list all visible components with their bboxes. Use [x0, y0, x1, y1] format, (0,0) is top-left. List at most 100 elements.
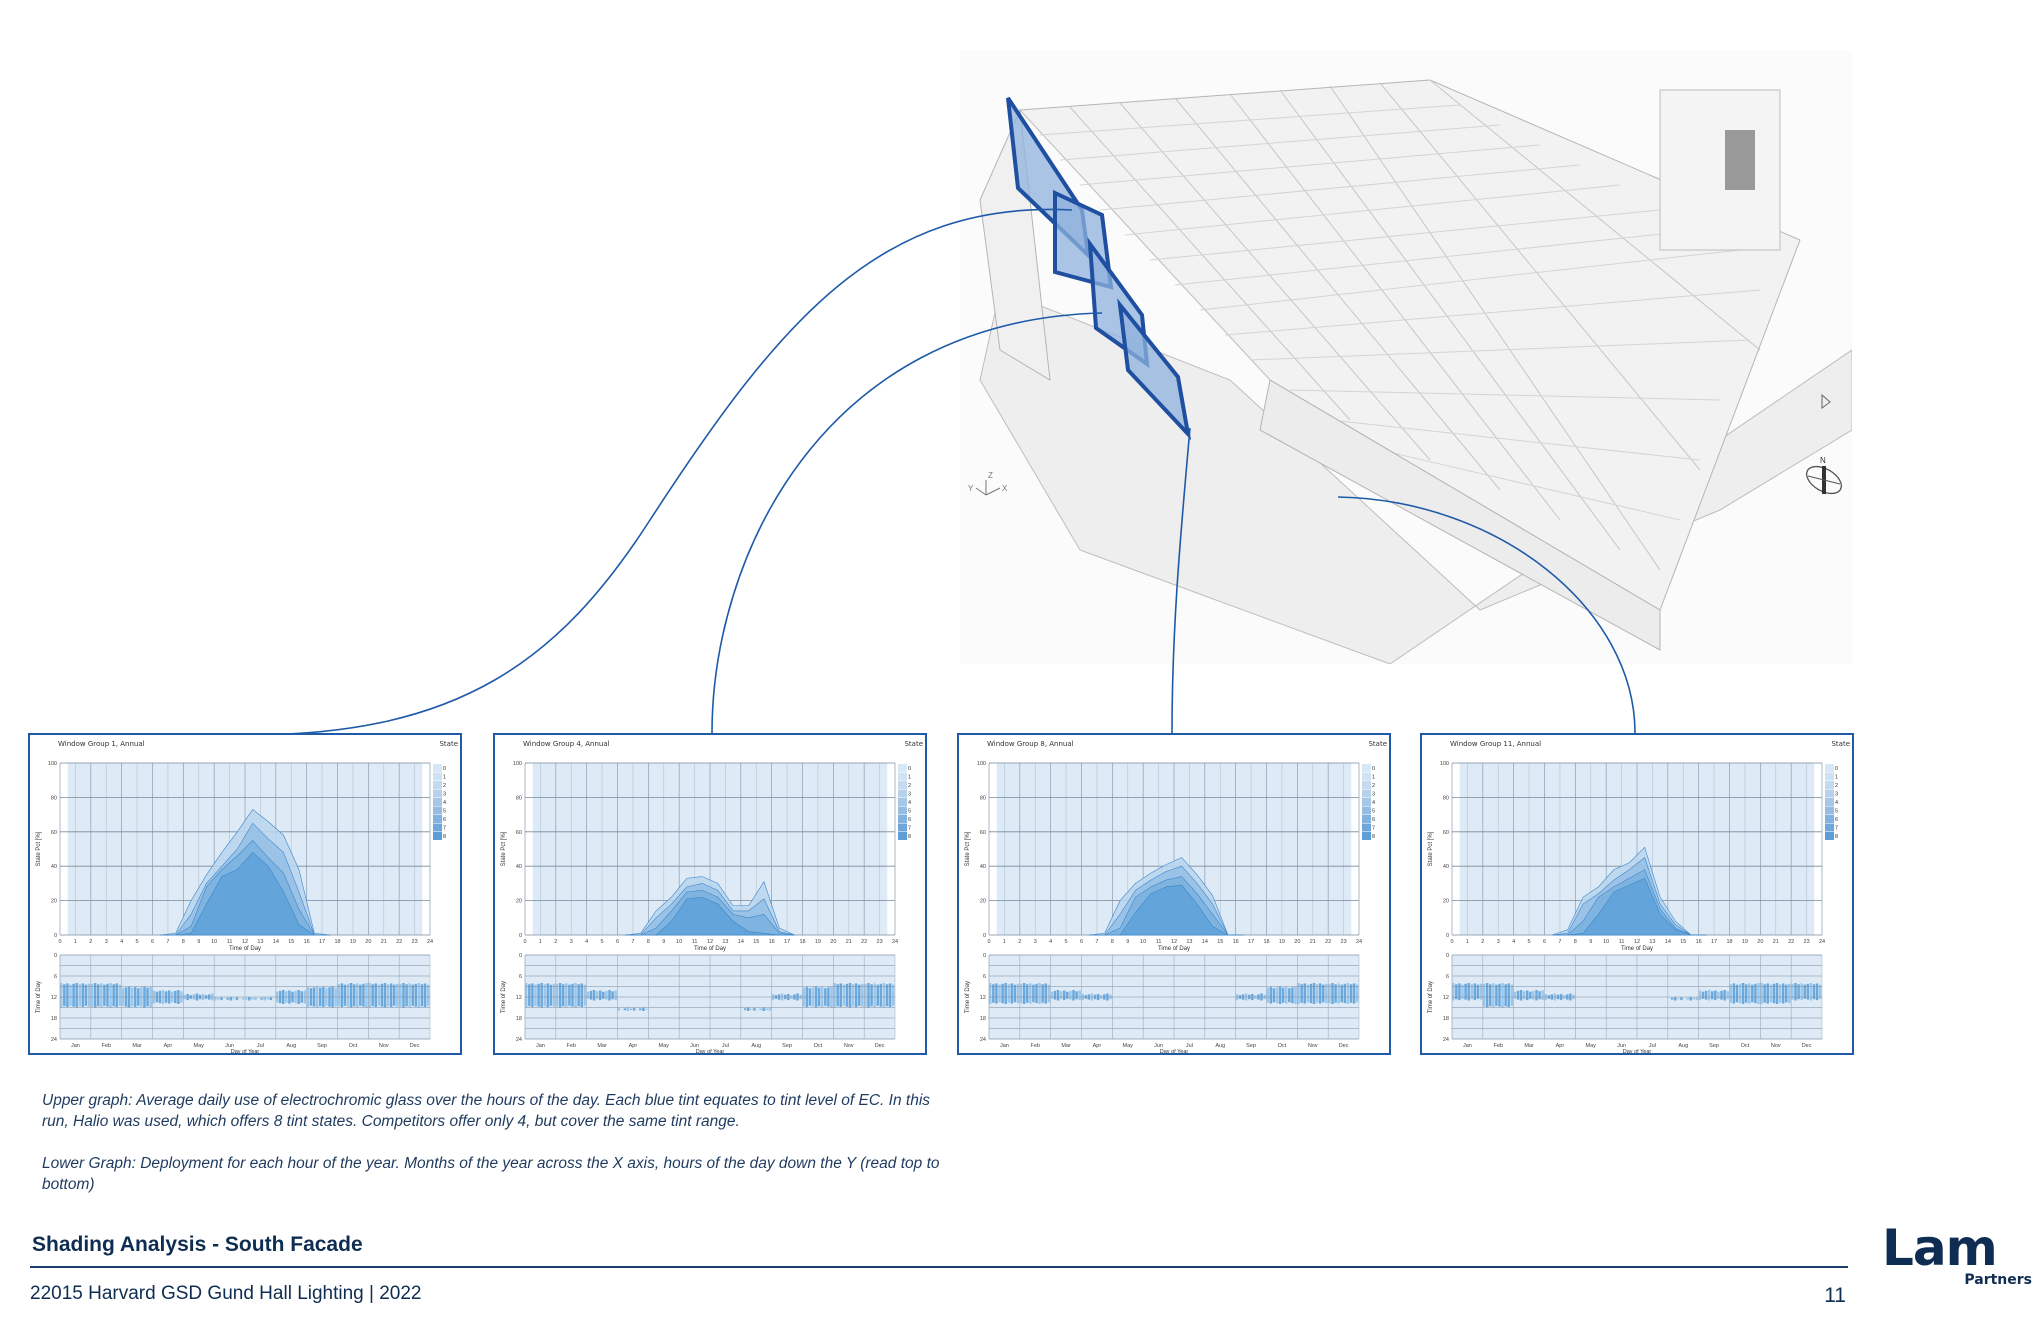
svg-text:1: 1	[74, 939, 77, 945]
svg-text:7: 7	[1095, 939, 1098, 945]
svg-text:16: 16	[769, 939, 775, 945]
svg-text:N: N	[1820, 456, 1826, 465]
svg-text:Jul: Jul	[1186, 1043, 1193, 1049]
svg-text:5: 5	[1528, 939, 1531, 945]
svg-text:Sep: Sep	[1709, 1043, 1719, 1049]
svg-text:23: 23	[1341, 939, 1347, 945]
svg-text:2: 2	[554, 939, 557, 945]
svg-text:Apr: Apr	[164, 1043, 173, 1049]
svg-text:Jun: Jun	[1617, 1043, 1626, 1049]
svg-text:State Pct [%]: State Pct [%]	[1428, 831, 1434, 866]
svg-text:6: 6	[1446, 974, 1449, 980]
svg-text:7: 7	[631, 939, 634, 945]
svg-text:1: 1	[1372, 775, 1375, 781]
svg-text:9: 9	[197, 939, 200, 945]
building-model-render: Z X Y N	[960, 50, 1852, 664]
chart-title: Window Group 8, Annual	[987, 740, 1074, 748]
svg-text:9: 9	[662, 939, 665, 945]
svg-text:15: 15	[1217, 939, 1223, 945]
svg-text:3: 3	[1497, 939, 1500, 945]
svg-text:40: 40	[980, 864, 986, 870]
svg-text:8: 8	[443, 834, 446, 840]
svg-text:6: 6	[1372, 817, 1375, 823]
svg-text:0: 0	[1450, 939, 1453, 945]
svg-text:16: 16	[1233, 939, 1239, 945]
svg-text:8: 8	[1835, 834, 1838, 840]
svg-text:6: 6	[1835, 817, 1838, 823]
svg-text:6: 6	[1080, 939, 1083, 945]
svg-text:Jun: Jun	[1154, 1043, 1163, 1049]
svg-text:Oct: Oct	[349, 1043, 358, 1049]
svg-text:20: 20	[1443, 899, 1449, 905]
svg-text:17: 17	[1248, 939, 1254, 945]
svg-text:4: 4	[1512, 939, 1515, 945]
svg-text:5: 5	[601, 939, 604, 945]
chart-title: Window Group 11, Annual	[1450, 740, 1542, 748]
svg-text:6: 6	[1543, 939, 1546, 945]
svg-text:May: May	[194, 1043, 205, 1049]
svg-text:4: 4	[908, 800, 911, 806]
svg-text:May: May	[1123, 1043, 1134, 1049]
svg-text:Jul: Jul	[722, 1043, 729, 1049]
svg-text:6: 6	[908, 817, 911, 823]
svg-text:13: 13	[1186, 939, 1192, 945]
svg-text:Dec: Dec	[410, 1043, 420, 1049]
logo-main-text: Lam	[1882, 1219, 1998, 1277]
svg-text:Day of Year: Day of Year	[231, 1049, 260, 1053]
svg-text:6: 6	[443, 817, 446, 823]
svg-text:80: 80	[516, 795, 522, 801]
caption-text: Upper graph: Average daily use of electr…	[42, 1090, 942, 1216]
svg-text:Jul: Jul	[257, 1043, 264, 1049]
svg-text:21: 21	[381, 939, 387, 945]
svg-text:0: 0	[523, 939, 526, 945]
svg-text:Nov: Nov	[844, 1043, 854, 1049]
page-number: 11	[1824, 1284, 1846, 1307]
legend-title: State	[904, 740, 923, 748]
svg-text:Day of Year: Day of Year	[1623, 1049, 1652, 1053]
svg-text:0: 0	[983, 933, 986, 939]
svg-text:0: 0	[1446, 933, 1449, 939]
svg-text:May: May	[659, 1043, 670, 1049]
svg-text:5: 5	[443, 809, 446, 815]
svg-text:Time of Day: Time of Day	[1621, 946, 1653, 952]
svg-text:4: 4	[1049, 939, 1052, 945]
svg-text:5: 5	[1835, 809, 1838, 815]
svg-text:0: 0	[443, 766, 446, 772]
svg-text:Aug: Aug	[286, 1043, 296, 1049]
svg-text:0: 0	[987, 939, 990, 945]
svg-text:3: 3	[105, 939, 108, 945]
svg-text:0: 0	[54, 953, 57, 959]
svg-text:24: 24	[1819, 939, 1825, 945]
svg-text:2: 2	[1835, 783, 1838, 789]
svg-text:7: 7	[166, 939, 169, 945]
svg-text:11: 11	[227, 939, 233, 945]
svg-text:19: 19	[815, 939, 821, 945]
svg-text:2: 2	[1481, 939, 1484, 945]
svg-text:100: 100	[48, 761, 57, 767]
svg-text:20: 20	[1757, 939, 1763, 945]
svg-text:Jun: Jun	[225, 1043, 234, 1049]
svg-text:Nov: Nov	[1771, 1043, 1781, 1049]
svg-text:6: 6	[983, 974, 986, 980]
svg-text:13: 13	[1649, 939, 1655, 945]
svg-text:12: 12	[1171, 939, 1177, 945]
svg-text:80: 80	[980, 795, 986, 801]
svg-text:19: 19	[1742, 939, 1748, 945]
svg-text:Mar: Mar	[132, 1043, 142, 1049]
svg-text:4: 4	[1835, 800, 1838, 806]
slide-title: Shading Analysis - South Facade	[32, 1233, 363, 1256]
svg-text:Apr: Apr	[629, 1043, 638, 1049]
svg-text:5: 5	[136, 939, 139, 945]
svg-text:18: 18	[334, 939, 340, 945]
svg-text:17: 17	[319, 939, 325, 945]
svg-text:1: 1	[1466, 939, 1469, 945]
svg-text:21: 21	[846, 939, 852, 945]
caption-lower: Lower Graph: Deployment for each hour of…	[42, 1155, 940, 1193]
svg-text:3: 3	[570, 939, 573, 945]
legend-title: State	[1368, 740, 1387, 748]
